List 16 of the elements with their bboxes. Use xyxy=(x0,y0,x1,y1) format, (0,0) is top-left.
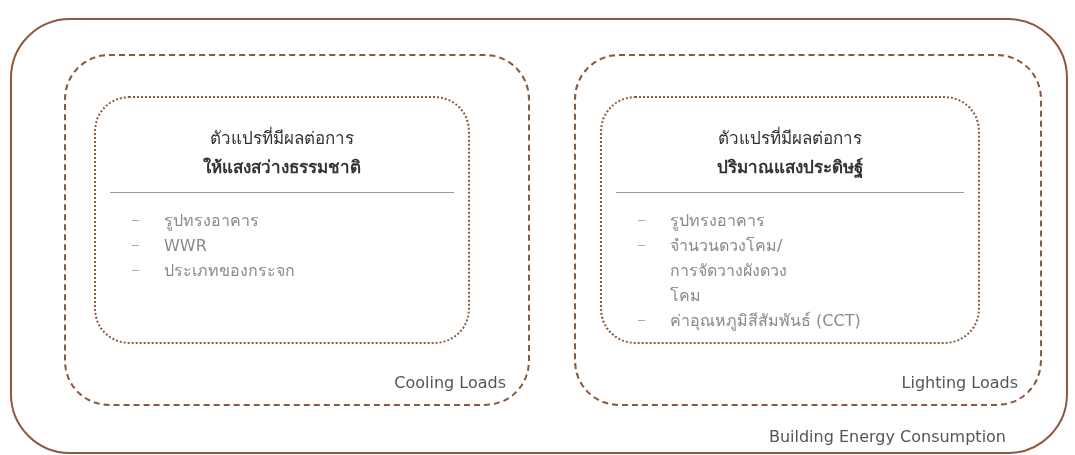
dashed-region xyxy=(574,54,1042,406)
list-item-text: WWR xyxy=(164,235,207,257)
dashed-region xyxy=(64,54,530,406)
list-item-text: ค่าอุณหภูมิสีสัมพันธ์ (CCT) xyxy=(670,310,861,333)
region-label: Building Energy Consumption xyxy=(768,427,1006,446)
panel-heading: ตัวแปรที่มีผลต่อการปริมาณแสงประดิษฐ์ xyxy=(716,125,864,180)
panel-heading: ตัวแปรที่มีผลต่อการให้แสงสว่างธรรมชาติ xyxy=(202,125,362,179)
dotted-panel xyxy=(600,96,980,344)
list-item-text: จำนวนดวงโคม/การจัดวางผังดวงโคม xyxy=(670,235,788,307)
region-label: Lighting Loads xyxy=(901,373,1018,392)
region-label: Cooling Loads xyxy=(394,373,506,392)
dotted-panel xyxy=(94,96,470,344)
outer-region xyxy=(10,18,1068,454)
list-item-text: ประเภทของกระจก xyxy=(164,260,295,282)
list-item-text: รูปทรงอาคาร xyxy=(164,210,259,233)
list-item-text: รูปทรงอาคาร xyxy=(670,210,765,233)
